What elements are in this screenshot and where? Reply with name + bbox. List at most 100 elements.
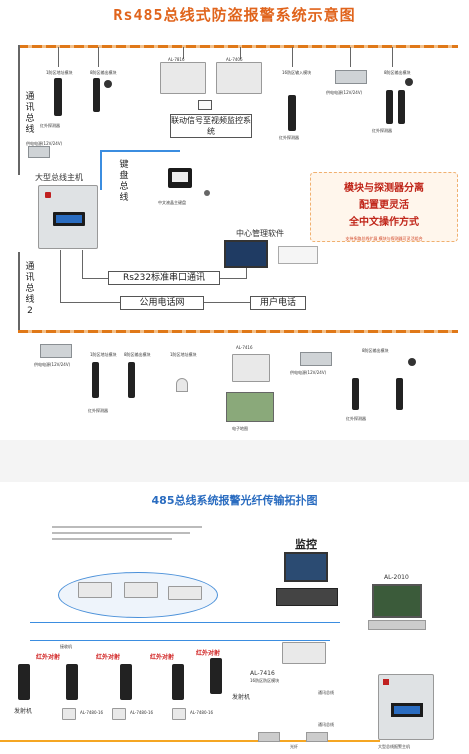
net-module-1 <box>78 582 112 598</box>
fiber-line <box>0 740 380 742</box>
label-zone-mod-b2: 8防区输出模块 <box>124 352 151 357</box>
label-power-b1: 供电电源(12V/24V) <box>34 362 71 367</box>
detector-1 <box>54 78 62 116</box>
label-power-top: 供电电源(12V/24V) <box>326 90 363 95</box>
linkage-box: 联动信号至视频监控系统 <box>170 114 252 138</box>
detector-3 <box>288 95 296 131</box>
label-zone-mod-1a: 1防区地址模块 <box>46 70 73 75</box>
alarm-host <box>38 185 98 249</box>
door-icon <box>204 190 210 196</box>
label-detector-4: 红外探测器 <box>372 128 392 133</box>
keyboard-bus-label: 键盘总线 <box>119 160 129 203</box>
pc-monitor-icon <box>224 240 268 268</box>
ir-rx-2 <box>172 664 184 700</box>
map-computer-icon <box>372 584 422 618</box>
bus1-label: 通讯总线 <box>25 92 35 135</box>
label-zone-mod-b1: 1防区地址模块 <box>90 352 117 357</box>
detector-b3 <box>352 378 359 410</box>
keyboard-label: 中文液晶主键盘 <box>158 200 186 205</box>
label-power-b2: 供电电源(12V/24V) <box>290 370 327 375</box>
module-al7416 <box>232 354 270 382</box>
module-al7816 <box>160 62 206 94</box>
net-module-2 <box>124 582 158 598</box>
model-right-label: AL-2010 <box>384 574 409 581</box>
host-logo-icon <box>45 192 51 198</box>
label-detector-3: 红外探测器 <box>279 135 299 140</box>
ir-tx-3 <box>210 658 222 694</box>
keyboard-device <box>168 168 192 188</box>
infrared-label-2: 红外对射 <box>96 654 121 661</box>
infrared-label-4: 红外对射 <box>196 650 221 657</box>
infrared-label-1: 红外对射 <box>36 654 61 661</box>
communication-bus-bottom <box>18 330 458 333</box>
user-phone-box: 用户电话 <box>250 296 306 310</box>
model-mid-label: AL-7416 <box>250 670 275 677</box>
module-al7416-b <box>282 642 326 664</box>
ir-tx-1 <box>18 664 30 700</box>
pstn-box: 公用电话网 <box>120 296 204 310</box>
monitor-screen-icon <box>284 552 328 582</box>
bottom-host-logo-icon <box>383 679 389 685</box>
bus-label-b1: 通讯总线 <box>318 690 334 695</box>
bus2-label: 通讯总线2 <box>25 262 35 316</box>
bus-vertical-left <box>18 45 20 175</box>
infrared-label-3: 红外对射 <box>150 654 175 661</box>
bottom-alarm-host <box>378 674 434 740</box>
detector-2 <box>93 78 100 112</box>
label-zone-mod-8a: 8防区输出模块 <box>90 70 117 75</box>
bottom-host-label: 大型总线报警主机 <box>378 744 410 749</box>
label-power-host: 供电电源(12V/24V) <box>26 141 63 146</box>
fiber-converter-2 <box>306 732 328 742</box>
blue-link-1 <box>30 622 340 623</box>
siren-icon <box>104 80 112 88</box>
software-screen <box>278 246 318 264</box>
computer-base <box>368 620 426 630</box>
detector-b2 <box>128 362 135 398</box>
power-supply-host <box>28 146 50 158</box>
label-zone-mod-8b: 8防区输出模块 <box>384 70 411 75</box>
power-supply-b2 <box>300 352 332 366</box>
bottom-title: 485总线系统报警光纤传输拓扑图 <box>151 494 318 507</box>
promo-line-3: 全中文操作方式 <box>349 217 419 228</box>
module-label-1: AL-7480-16 <box>80 710 104 715</box>
communication-bus-top <box>18 45 458 48</box>
label-zone-mod-b4: 8防区输出模块 <box>362 348 389 353</box>
bottom-diagram-panel: 485总线系统报警光纤传输拓扑图 监控 AL-2010 AL-7416 16防区… <box>0 482 469 754</box>
top-diagram-panel: Rs485总线式防盗报警系统示意图 通讯总线 1防区地址模块 红外探测器 8防区… <box>0 0 469 440</box>
receiver-label: 接收机 <box>60 644 72 649</box>
top-title: Rs485总线式防盗报警系统示意图 <box>113 6 356 24</box>
transmitter-label-2: 发射机 <box>232 694 251 701</box>
label-detector-1: 红外探测器 <box>40 123 60 128</box>
fiber-label: 光纤 <box>290 744 298 749</box>
keyboard-bus-vertical <box>100 150 102 190</box>
description-block <box>52 522 202 552</box>
promo-line-2: 配置更灵活 <box>359 200 409 211</box>
siren-icon-2 <box>405 78 413 86</box>
ir-tx-2 <box>120 664 132 700</box>
host-label: 大型总线主机 <box>35 173 83 182</box>
monitor-label: 监控 <box>295 538 317 551</box>
net-module-3 <box>168 586 202 600</box>
label-zone-mod-16a: 16防区输入模块 <box>282 70 312 75</box>
electronic-map <box>226 392 274 422</box>
center-software-label: 中心管理软件 <box>236 229 284 238</box>
promo-note: 支持多路总线扩展 模块与探测器可灵活组合 <box>345 236 423 241</box>
host-display <box>53 212 85 226</box>
detector-5 <box>398 90 405 124</box>
detector-b1 <box>92 362 99 398</box>
module-label-3: AL-7480-16 <box>190 710 214 715</box>
label-detector-b1: 红外探测器 <box>88 408 108 413</box>
model-mid-desc: 16防区防区模块 <box>250 678 280 683</box>
label-map: 电子地图 <box>232 426 248 431</box>
small-module-3 <box>172 708 186 720</box>
blue-link-2 <box>30 640 330 641</box>
ir-rx-1 <box>66 664 78 700</box>
transmitter-label-1: 发射机 <box>14 708 33 715</box>
label-al7406: AL-7406 <box>226 57 243 62</box>
small-module-1 <box>62 708 76 720</box>
power-supply-b1 <box>40 344 72 358</box>
glass-break-icon <box>176 378 188 392</box>
siren-icon-3 <box>408 358 416 366</box>
rs232-box: Rs232标准串口通讯 <box>108 271 220 285</box>
bottom-host-display <box>391 703 423 717</box>
